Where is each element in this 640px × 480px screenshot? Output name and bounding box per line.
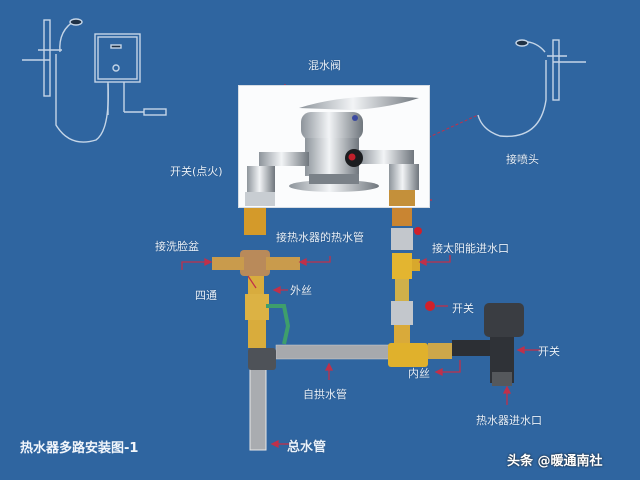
mixing-valve-icon xyxy=(245,96,419,206)
label-self-supply-pipe: 自拱水管 xyxy=(303,388,347,401)
label-switch-upper: 开关 xyxy=(452,302,474,315)
label-switch-right: 开关 xyxy=(538,345,560,358)
label-mixing-valve: 混水阀 xyxy=(308,59,341,72)
label-heater-inlet: 热水器进水口 xyxy=(476,414,542,427)
label-four-way: 四通 xyxy=(195,289,217,302)
label-female-thread: 内丝 xyxy=(408,367,430,380)
label-to-shower-head: 接喷头 xyxy=(506,153,539,166)
right-shower-icon xyxy=(477,39,586,138)
label-to-heater-hot-pipe: 接热水器的热水管 xyxy=(276,231,364,244)
label-main-pipe: 总水管 xyxy=(287,440,327,455)
watermark: 头条 @暖通南社 xyxy=(507,454,603,469)
label-to-solar-inlet: 接太阳能进水口 xyxy=(432,242,509,255)
mixing-valve-image xyxy=(238,85,430,208)
diagram-title: 热水器多路安装图-1 xyxy=(20,441,139,456)
label-to-washbasin: 接洗脸盆 xyxy=(155,240,199,253)
label-switch-ignition: 开关(点火) xyxy=(170,165,223,178)
left-shower-heater-icon xyxy=(22,18,167,143)
label-male-thread: 外丝 xyxy=(290,284,312,297)
